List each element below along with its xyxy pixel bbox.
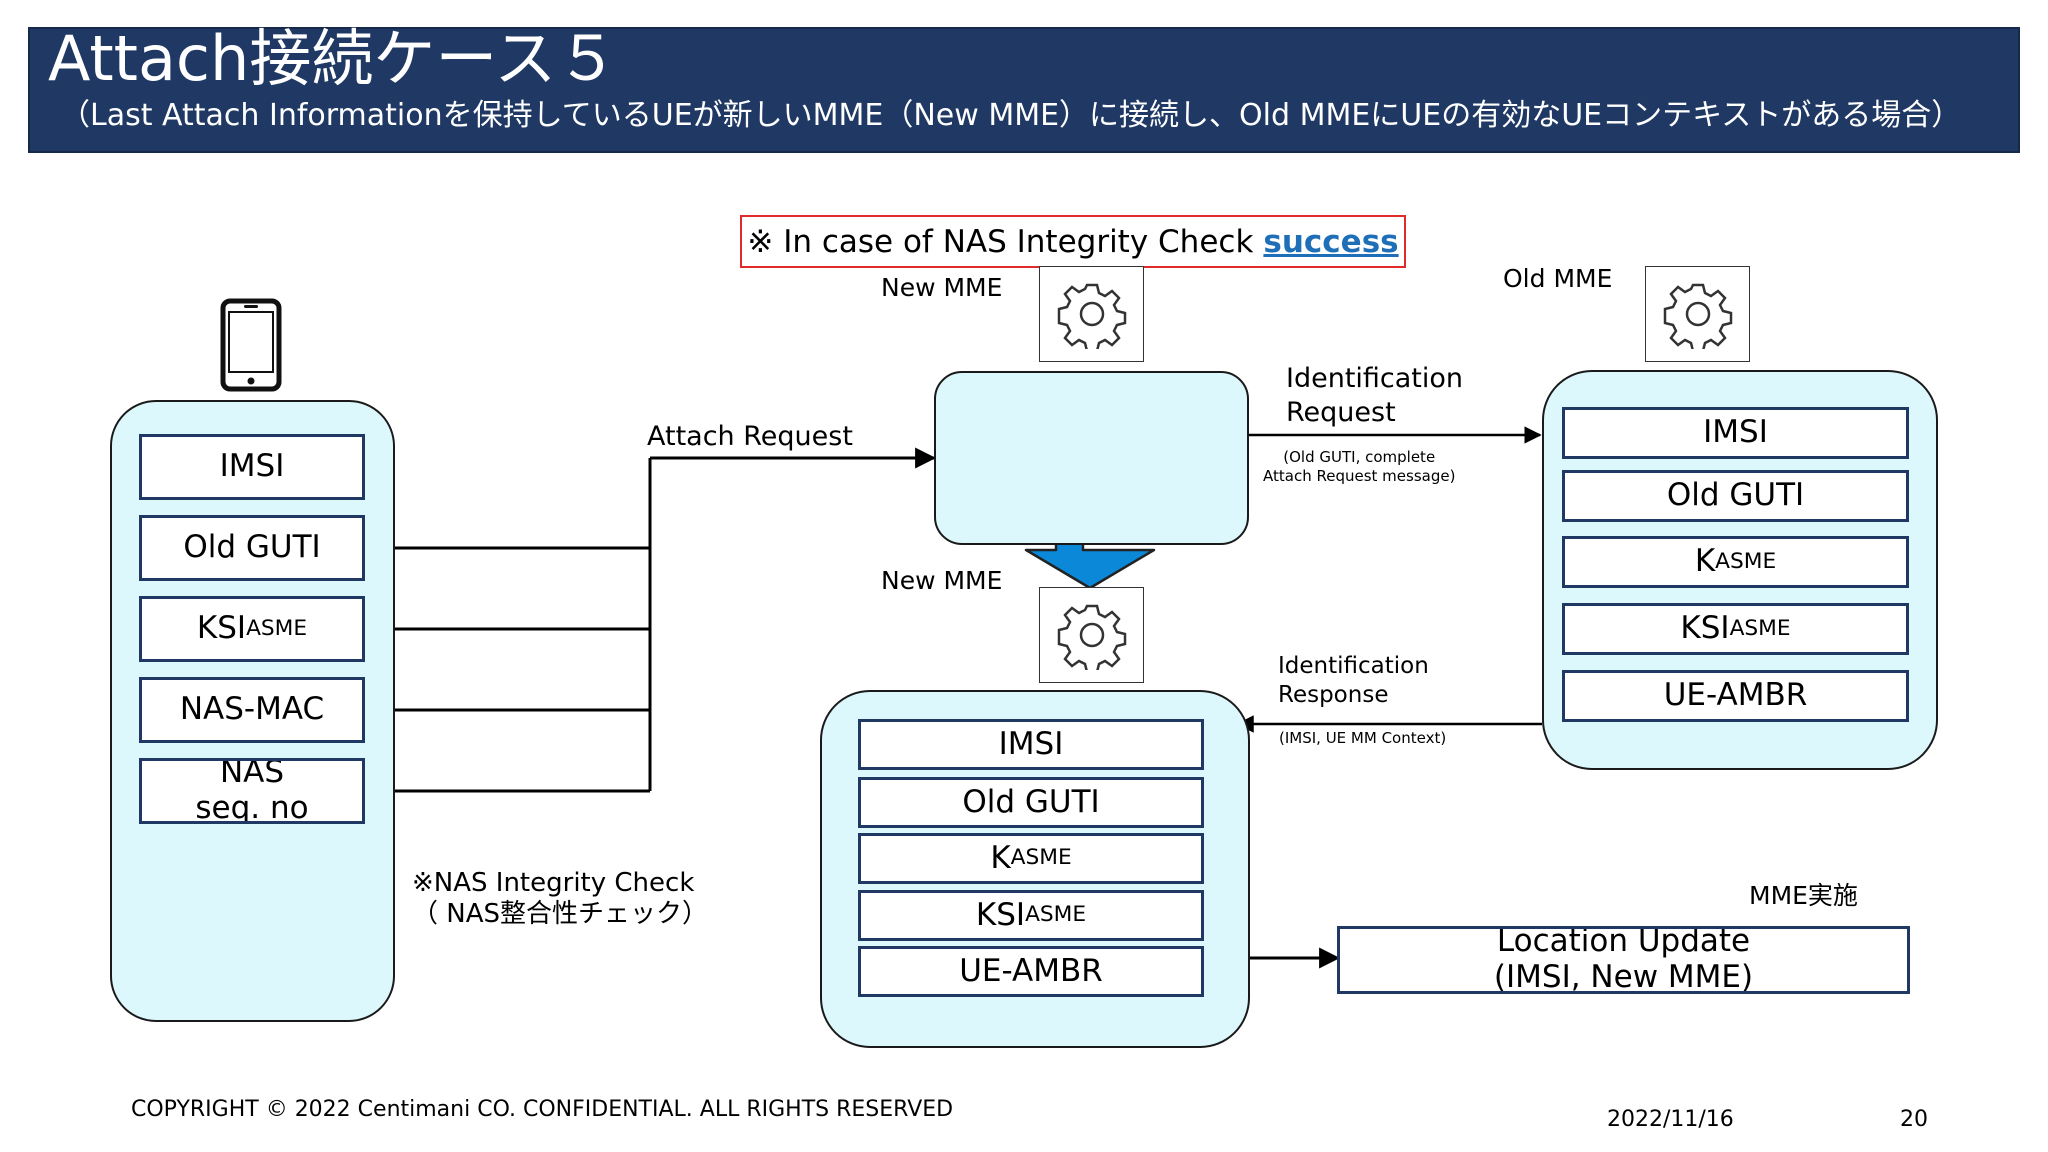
new-mme-field: Old GUTI <box>858 777 1204 828</box>
ue-field-label: IMSI <box>219 448 285 485</box>
old-mme-field-label: IMSI <box>1703 414 1768 451</box>
old-mme-field-label: KSI <box>1680 610 1730 647</box>
new-mme-node <box>934 371 1249 545</box>
location-update-box: Location Update (IMSI, New MME) <box>1337 926 1910 994</box>
gear-icon <box>1057 604 1126 670</box>
old-mme-gear <box>1645 266 1750 362</box>
new-mme-field-label: K <box>990 839 1011 876</box>
old-mme-field-subscript: ASME <box>1729 615 1791 641</box>
new-mme-field-label: Old GUTI <box>962 783 1100 820</box>
identification-request-label: Identification Request <box>1286 363 1464 428</box>
ue-field: IMSI <box>139 434 365 500</box>
new-mme-gear-top <box>1039 266 1144 362</box>
new-mme-gear-bottom <box>1039 587 1144 683</box>
ue-field-label: KSI <box>196 610 247 647</box>
new-mme-field-label: KSI <box>975 896 1026 933</box>
copyright-text: COPYRIGHT © 2022 Centimani CO. CONFIDENT… <box>131 1097 954 1122</box>
page-number: 20 <box>1900 1107 1928 1132</box>
success-text: success <box>1263 223 1399 260</box>
mme-action-label: MME実施 <box>1749 881 1858 910</box>
old-mme-field: UE-AMBR <box>1562 670 1909 722</box>
ue-field: NAS seq. no <box>139 758 365 824</box>
smartphone-icon <box>220 298 282 392</box>
gear-icon <box>1057 283 1126 349</box>
old-mme-field-subscript: ASME <box>1715 548 1777 574</box>
new-mme-field-label: IMSI <box>998 725 1064 762</box>
identification-response-label: Identification Response <box>1278 653 1429 708</box>
attach-request-label: Attach Request <box>647 421 853 452</box>
identification-response-params: (IMSI, UE MM Context) <box>1279 729 1447 747</box>
new-mme-field-label: UE-AMBR <box>959 952 1103 989</box>
page-title: Attach接続ケース５ <box>48 22 619 95</box>
ue-field-label: Old GUTI <box>183 529 321 566</box>
header-banner: Attach接続ケース５ （Last Attach Informationを保持… <box>28 23 2020 153</box>
old-mme-field-label: K <box>1694 543 1716 580</box>
location-update-text: Location Update (IMSI, New MME) <box>1493 926 1754 994</box>
new-mme-field: IMSI <box>858 719 1204 770</box>
ue-field-label: NAS-MAC <box>179 691 325 728</box>
identification-request-params: (Old GUTI, complete Attach Request messa… <box>1263 448 1456 485</box>
gear-icon <box>1663 283 1732 349</box>
date-text: 2022/11/16 <box>1607 1107 1734 1132</box>
ue-field-subscript: ASME <box>246 615 308 641</box>
integrity-check-note: ※NAS Integrity Check （ NAS整合性チェック） <box>412 868 709 930</box>
old-mme-label: Old MME <box>1503 264 1613 293</box>
new-mme-field: UE-AMBR <box>858 946 1204 997</box>
ue-field: NAS-MAC <box>139 677 365 743</box>
new-mme-label-bottom: New MME <box>881 566 1003 595</box>
old-mme-field: IMSI <box>1562 407 1909 459</box>
ue-field-label: NAS seq. no <box>195 758 309 824</box>
page-subtitle: （Last Attach Informationを保持しているUEが新しいMME… <box>60 98 1962 133</box>
new-mme-field-subscript: ASME <box>1025 902 1087 928</box>
new-mme-label-top: New MME <box>881 273 1003 302</box>
old-mme-field-label: Old GUTI <box>1666 477 1805 514</box>
new-mme-field-subscript: ASME <box>1010 845 1072 871</box>
note-prefix: ※ In case of NAS Integrity Check <box>747 223 1254 260</box>
old-mme-field: Old GUTI <box>1562 470 1909 522</box>
integrity-success-note: ※ In case of NAS Integrity Check success <box>740 215 1406 268</box>
old-mme-field-label: UE-AMBR <box>1663 677 1808 714</box>
ue-field: Old GUTI <box>139 515 365 581</box>
